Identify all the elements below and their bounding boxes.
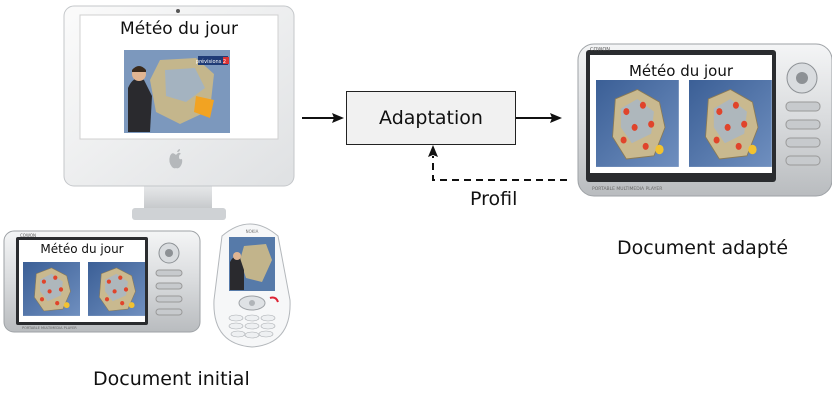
adaptation-label: Adaptation: [379, 107, 483, 129]
small-player-screen-title: Météo du jour: [40, 242, 124, 256]
profile-feedback-arrow: [428, 145, 567, 181]
input-arrow: [302, 113, 344, 123]
svg-text:NOKIA: NOKIA: [246, 229, 259, 234]
large-player-screen-title: Météo du jour: [628, 62, 734, 80]
svg-text:COWON: COWON: [20, 233, 36, 238]
large-media-player: COWON PORTABLE MULTIMEDIA PLAYER: [577, 43, 832, 197]
svg-text:COWON: COWON: [590, 47, 610, 53]
input-document-caption: Document initial: [93, 368, 250, 390]
imac-computer: prévisions 2: [63, 5, 295, 220]
svg-text:PORTABLE MULTIMEDIA PLAYER: PORTABLE MULTIMEDIA PLAYER: [22, 326, 77, 330]
output-document-caption: Document adapté: [617, 237, 789, 259]
adaptation-process-box: Adaptation: [346, 91, 516, 145]
svg-text:prévisions 2: prévisions 2: [196, 58, 226, 65]
output-arrow: [516, 113, 562, 123]
imac-screen-title: Météo du jour: [120, 19, 238, 39]
profile-label: Profil: [470, 188, 518, 210]
mobile-phone: NOKIA: [213, 223, 291, 348]
svg-text:PORTABLE MULTIMEDIA PLAYER: PORTABLE MULTIMEDIA PLAYER: [592, 186, 662, 192]
small-media-player: COWON PORTABLE MULTIMEDIA PLAYER: [3, 230, 201, 333]
